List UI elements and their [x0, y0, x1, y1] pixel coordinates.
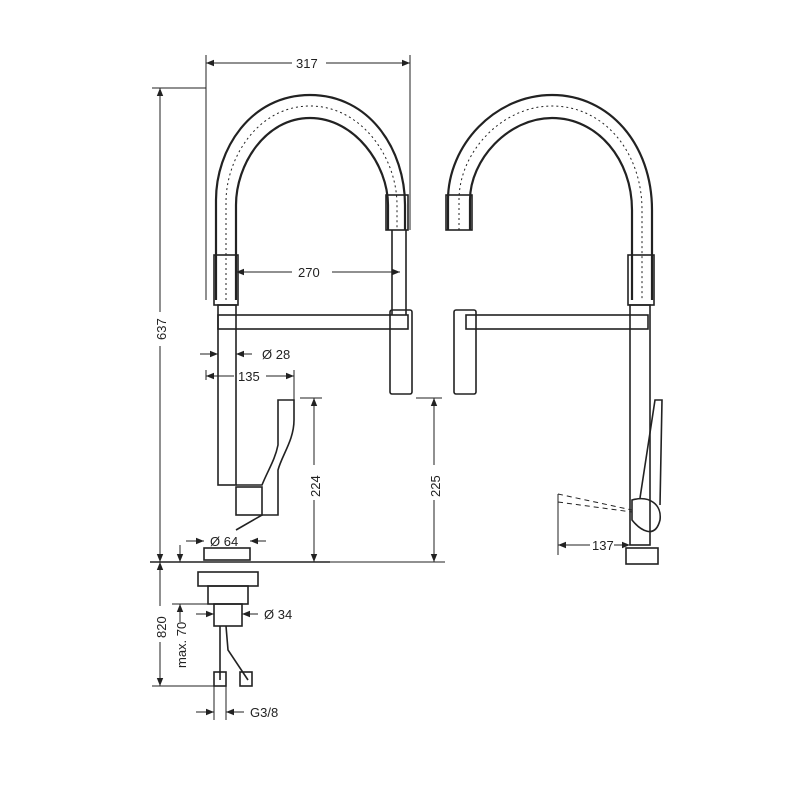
dim-max-thickness: max. 70	[174, 622, 189, 668]
side-spring-outer	[446, 93, 654, 300]
horizontal-arm	[217, 314, 409, 330]
dim-handle-reach: 135	[238, 369, 260, 384]
dimension-lines	[152, 55, 630, 720]
side-view	[445, 93, 663, 565]
dim-head-height: 225	[428, 475, 443, 497]
side-spring-collar-left	[445, 194, 473, 231]
hose-fitting-2	[239, 671, 253, 687]
side-arm	[465, 314, 649, 330]
side-spring-coils	[458, 105, 643, 300]
dim-shank-diameter: Ø 34	[264, 607, 292, 622]
dim-spout-height: 224	[308, 475, 323, 497]
supply-hose-2	[225, 625, 249, 681]
handle-cartridge	[235, 486, 263, 516]
spray-head	[389, 309, 413, 395]
front-view	[150, 93, 413, 687]
side-spring-inner	[468, 116, 634, 300]
dim-hose-length: 820	[154, 616, 169, 638]
hose-fitting-1	[213, 671, 227, 687]
main-column	[217, 304, 237, 486]
fixing-nut	[207, 585, 249, 605]
dim-spray-reach: 270	[298, 265, 320, 280]
dim-thread: G3/8	[250, 705, 278, 720]
side-base	[625, 547, 659, 565]
dim-base-diameter: Ø 64	[210, 534, 238, 549]
base-rosette	[203, 547, 251, 561]
dim-tube-diameter: Ø 28	[262, 347, 290, 362]
side-spray-head	[453, 309, 477, 395]
dim-width-top: 317	[296, 56, 318, 71]
spring-arch-outer	[214, 93, 407, 300]
dim-total-height: 637	[154, 318, 169, 340]
side-lever-handle	[639, 399, 663, 506]
side-lever	[631, 498, 661, 533]
fixing-plate	[197, 571, 259, 587]
dim-lever-reach: 137	[592, 538, 614, 553]
spring-collar-right	[385, 194, 409, 231]
lever-swing-arc	[557, 493, 633, 513]
side-column	[629, 304, 651, 546]
spring-arch-inner	[234, 116, 390, 300]
handle-body	[235, 399, 295, 531]
shank	[213, 603, 243, 627]
